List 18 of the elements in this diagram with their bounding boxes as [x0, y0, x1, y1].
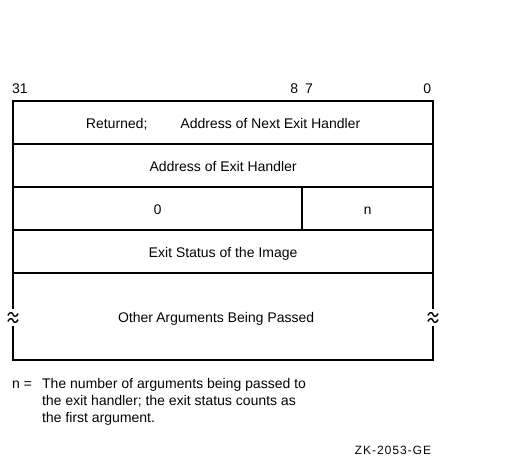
bit-number: 0: [423, 80, 431, 97]
field-label: 0: [154, 200, 162, 216]
field-label: Address of Exit Handler: [149, 158, 297, 174]
bit-number: 31: [12, 80, 28, 97]
register-field: [12, 229, 434, 274]
footnote-text: The number of arguments being passed to the exit handler; the exit status counts as the first argument.: [42, 375, 307, 426]
bit-number: 8: [290, 80, 298, 97]
field-label: Other Arguments Being Passed: [118, 308, 314, 324]
figure-number: ZK-2053-GE: [354, 442, 432, 459]
field-label: Returned;: [86, 114, 148, 130]
bit-number: 7: [305, 80, 313, 97]
register-field: [12, 272, 434, 361]
footnote-symbol: n =: [12, 375, 32, 392]
field-label: Exit Status of the Image: [148, 244, 298, 260]
register-field: [12, 100, 434, 145]
field-label: Address of Next Exit Handler: [180, 114, 360, 130]
field-label: n: [364, 200, 372, 216]
register-field: [12, 143, 434, 188]
